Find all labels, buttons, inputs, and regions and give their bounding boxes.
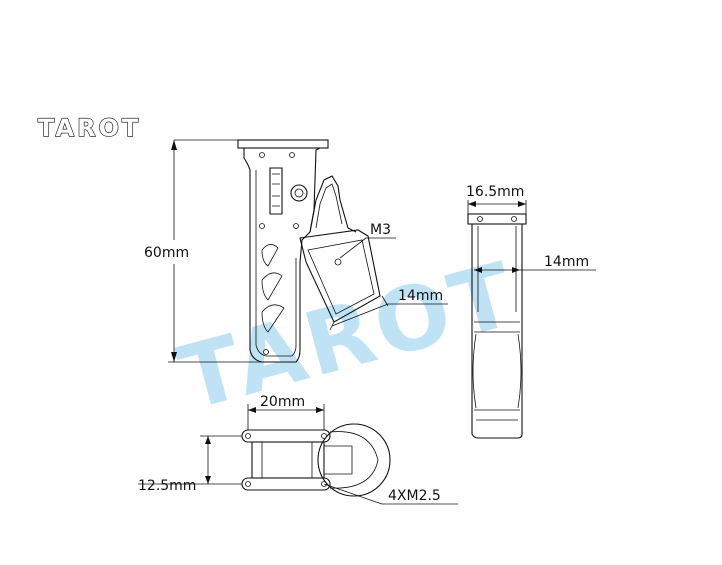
side-inner-width-label: 14mm xyxy=(544,254,589,270)
bolt-size-label: M3 xyxy=(370,222,391,238)
side-flange xyxy=(467,213,527,225)
front-view: 60mm M3 14mm xyxy=(144,139,448,363)
tube-outline xyxy=(317,423,391,497)
top-plate xyxy=(241,429,331,443)
adjust-slot xyxy=(269,167,283,215)
screw-spec-label: 4XM2.5 xyxy=(388,488,441,504)
side-view: 16.5mm 14mm xyxy=(466,184,596,439)
watermark-text: TAROT xyxy=(169,242,528,430)
dim-arrow xyxy=(205,476,211,484)
bottom-width-label: 20mm xyxy=(260,394,305,410)
clamp-width-label: 14mm xyxy=(398,288,443,304)
screw xyxy=(245,481,251,487)
pivot-arm xyxy=(309,175,357,233)
mount-flange xyxy=(237,139,329,149)
clamp-hole xyxy=(334,258,342,266)
hole xyxy=(477,216,483,222)
bolt-center xyxy=(294,188,304,198)
center-ribs xyxy=(261,442,353,478)
dim-arrow xyxy=(171,352,177,362)
dim-arrow xyxy=(205,436,211,444)
dim-arrow xyxy=(518,201,526,207)
hole xyxy=(289,152,295,158)
dim-arrow xyxy=(468,201,476,207)
screw xyxy=(245,433,251,439)
adjust-slot-inner xyxy=(272,173,280,207)
dim-arrow xyxy=(512,267,520,273)
bottom-view: 20mm 12.5mm 4XM2.5 xyxy=(138,394,458,505)
hole xyxy=(263,349,269,355)
screw xyxy=(321,433,327,439)
bolt-head xyxy=(290,184,308,202)
dim-arrow xyxy=(474,267,482,273)
side-cradle xyxy=(472,333,522,409)
screw-leader xyxy=(323,483,383,505)
tube-clamp-inner xyxy=(307,239,375,315)
main-body-inner xyxy=(255,170,297,357)
side-width-label: 16.5mm xyxy=(466,184,524,200)
tarot-logo: TAROT xyxy=(38,114,141,142)
dim-arrow xyxy=(171,140,177,150)
hole xyxy=(293,223,299,229)
dim-line xyxy=(331,303,389,327)
hole xyxy=(511,216,517,222)
main-body-outline xyxy=(243,147,321,363)
dim-arrow xyxy=(316,407,324,413)
center-body xyxy=(251,441,325,479)
grip-groove xyxy=(261,304,285,333)
watermark: TAROT xyxy=(169,242,528,430)
bottom-plate xyxy=(241,477,331,491)
grip-groove xyxy=(261,272,283,301)
grip-groove xyxy=(261,244,279,267)
bottom-spacing-label: 12.5mm xyxy=(138,478,196,494)
hole xyxy=(259,223,265,229)
side-body-outline xyxy=(471,224,523,439)
height-dimension-label: 60mm xyxy=(144,245,189,261)
tube-clamp xyxy=(299,229,381,323)
m3-leader xyxy=(339,237,367,259)
tube-inner xyxy=(329,431,379,489)
screw xyxy=(321,481,327,487)
pivot-arm-inner xyxy=(315,183,343,229)
dim-arrow xyxy=(248,407,256,413)
hole xyxy=(259,152,265,158)
